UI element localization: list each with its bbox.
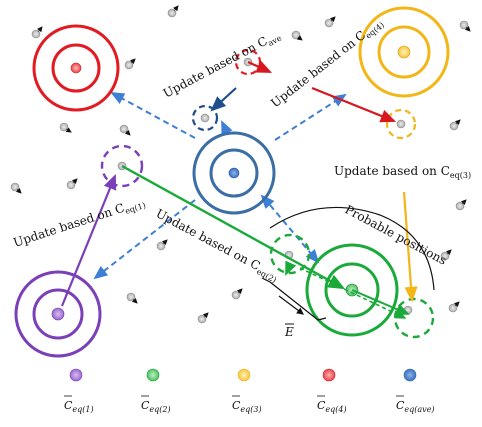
legend-swatch-eq2 — [146, 368, 160, 382]
velocity-arrow — [296, 35, 303, 41]
eq1-inner-ring — [32, 288, 84, 340]
legend: Ceq(1) Ceq(2) Ceq(3) Ceq(4) Ceq(ave) — [64, 368, 435, 414]
arrow-ave-update — [210, 87, 237, 112]
eq3-inner-ring — [377, 25, 431, 79]
legend-item-eq3: Ceq(3) — [232, 368, 262, 414]
candidate-ave — [192, 131, 276, 215]
arrow-eq2-green-long — [121, 164, 346, 290]
probable-positions-bracket — [261, 206, 435, 321]
legend-swatch-ave — [403, 368, 417, 382]
link-center-to-eq4 — [110, 92, 196, 139]
velocity-arrow — [161, 239, 168, 246]
label-update-ave: Update based on Cave — [161, 27, 283, 102]
velocity-arrow — [129, 58, 136, 65]
eq4-outer-ring — [32, 24, 120, 112]
legend-swatch-eq4 — [322, 368, 336, 382]
legend-swatch-eq1 — [69, 368, 83, 382]
arrow-eq2-green-branch — [285, 260, 297, 276]
velocity-arrow — [464, 25, 471, 32]
eq4-center — [70, 62, 82, 74]
candidate-eq1 — [14, 270, 102, 358]
update-labels: Update based on Cave Update based on Ceq… — [12, 15, 472, 339]
legend-label-eq1: Ceq(1) — [64, 399, 94, 414]
legend-item-ave: Ceq(ave) — [396, 368, 435, 414]
label-update-eq1: Update based on Ceq(1) — [12, 194, 147, 252]
velocity-arrow — [71, 178, 78, 185]
particle-updated-ave-dot — [200, 113, 210, 123]
arrow-eq1-purple — [60, 173, 117, 307]
legend-item-eq2: Ceq(2) — [141, 368, 171, 414]
legend-label-ave: Ceq(ave) — [396, 399, 435, 414]
vector-E-arrow — [278, 295, 304, 315]
link-center-to-eq2 — [269, 204, 320, 264]
velocity-arrow — [445, 249, 452, 256]
particle-velocity-arrows — [15, 5, 471, 319]
arrow-eq3-red — [311, 86, 397, 123]
legend-item-eq4: Ceq(4) — [317, 368, 347, 414]
label-update-eq3: Update based on Ceq(3) — [334, 164, 471, 180]
label-probable-positions: Probable positions — [343, 202, 449, 267]
ave-center — [228, 167, 240, 179]
particle-updated-eq1 — [100, 144, 144, 188]
candidate-eq3 — [358, 6, 450, 98]
legend-label-eq4: Ceq(4) — [317, 399, 347, 414]
velocity-arrow — [15, 187, 22, 194]
updated-particles — [100, 48, 435, 339]
link-center-to-eq3 — [274, 93, 347, 141]
eq1-center — [51, 307, 65, 321]
eq4-inner-ring — [51, 43, 101, 93]
link-center-to-eq1 — [93, 199, 196, 280]
velocity-arrow — [131, 297, 138, 304]
candidate-eq2 — [305, 243, 399, 337]
velocity-arrow — [173, 5, 179, 12]
arrow-eq3-yellow — [402, 191, 418, 303]
particle-updated-eq3 — [385, 108, 417, 140]
eq2-inner-ring — [324, 262, 380, 318]
legend-swatch-eq3 — [237, 368, 251, 382]
arrow-eq2-green-to-probable — [351, 289, 410, 315]
link-center-to-eq2-back — [260, 194, 275, 209]
velocity-arrow — [202, 312, 209, 319]
bracket-line — [261, 277, 327, 321]
velocity-arrow — [454, 119, 461, 126]
velocity-arrow — [65, 127, 72, 133]
legend-item-eq1: Ceq(1) — [64, 368, 94, 414]
velocity-arrow — [329, 16, 336, 23]
velocity-arrow — [453, 301, 460, 308]
ave-inner-ring — [209, 148, 259, 198]
eq1-outer-ring — [14, 270, 102, 358]
candidate-eq4 — [32, 24, 120, 112]
arrow-probable-to-probable — [299, 267, 407, 319]
eq3-center — [397, 45, 411, 59]
update-arrows — [60, 60, 418, 319]
eq2-outer-ring — [305, 243, 399, 337]
ave-outer-ring — [192, 131, 276, 215]
velocity-arrow — [124, 129, 131, 136]
label-vector-E: E — [284, 325, 294, 339]
legend-label-eq3: Ceq(3) — [232, 399, 262, 414]
particle-updated-ave — [191, 104, 219, 132]
velocity-arrow — [37, 26, 43, 33]
velocity-arrow — [236, 288, 243, 295]
arrow-eq4-update — [247, 60, 273, 74]
particle-probable-2 — [393, 297, 435, 339]
eq3-outer-ring — [358, 6, 450, 98]
legend-label-eq2: Ceq(2) — [141, 399, 171, 414]
label-update-eq4: Update based on Ceq(4) — [268, 15, 386, 112]
velocity-arrow — [460, 199, 467, 206]
particle-updated-eq3-dot — [396, 119, 406, 129]
bracket-arc — [269, 206, 435, 291]
